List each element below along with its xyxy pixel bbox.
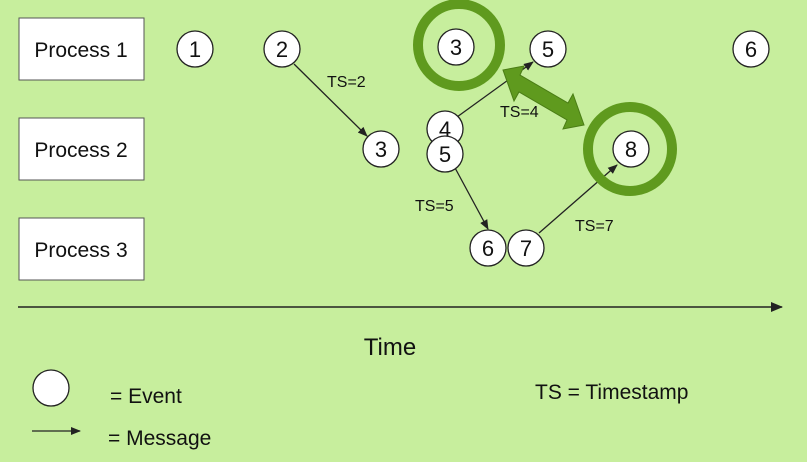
event-p1-3: 3 xyxy=(437,28,475,66)
message-label-ts4: TS=4 xyxy=(500,104,539,121)
event-p1-2: 2 xyxy=(263,30,301,68)
process-label-1: Process 1 xyxy=(34,39,127,62)
event-p2-5: 5 xyxy=(426,135,464,173)
svg-text:5: 5 xyxy=(542,37,554,62)
highlight-ring-8 xyxy=(583,102,677,196)
svg-text:3: 3 xyxy=(375,137,387,162)
message-label-ts2: TS=2 xyxy=(327,74,366,91)
process-box-2: Process 2 xyxy=(18,117,145,181)
process-box-3: Process 3 xyxy=(18,217,145,281)
event-p3-7: 7 xyxy=(507,229,545,267)
legend-timestamp-label: TS = Timestamp xyxy=(535,381,688,404)
legend-message-label: = Message xyxy=(108,427,211,450)
message-arrow-ts2 xyxy=(293,63,368,137)
message-arrow-ts5 xyxy=(453,165,489,230)
event-p2-8: 8 xyxy=(612,130,650,168)
process-box-1: Process 1 xyxy=(18,17,145,81)
event-p2-3: 3 xyxy=(362,130,400,168)
message-label-ts5: TS=5 xyxy=(415,198,454,215)
event-p1-1: 1 xyxy=(176,30,214,68)
event-p1-5: 5 xyxy=(529,30,567,68)
svg-text:1: 1 xyxy=(189,37,201,62)
highlight-double-arrow xyxy=(502,65,585,130)
process-label-3: Process 3 xyxy=(34,239,127,262)
svg-text:6: 6 xyxy=(745,37,757,62)
process-label-2: Process 2 xyxy=(34,139,127,162)
legend-event-icon xyxy=(32,369,70,407)
svg-text:6: 6 xyxy=(482,236,494,261)
svg-text:3: 3 xyxy=(450,35,462,60)
event-p3-6: 6 xyxy=(469,229,507,267)
svg-text:7: 7 xyxy=(520,236,532,261)
legend-event-label: = Event xyxy=(110,385,182,408)
event-p1-6: 6 xyxy=(732,30,770,68)
time-axis-label: Time xyxy=(364,334,416,361)
svg-text:2: 2 xyxy=(276,37,288,62)
svg-text:5: 5 xyxy=(439,142,451,167)
highlight-ring-3 xyxy=(413,0,505,91)
svg-text:8: 8 xyxy=(625,137,637,162)
message-label-ts7: TS=7 xyxy=(575,218,614,235)
